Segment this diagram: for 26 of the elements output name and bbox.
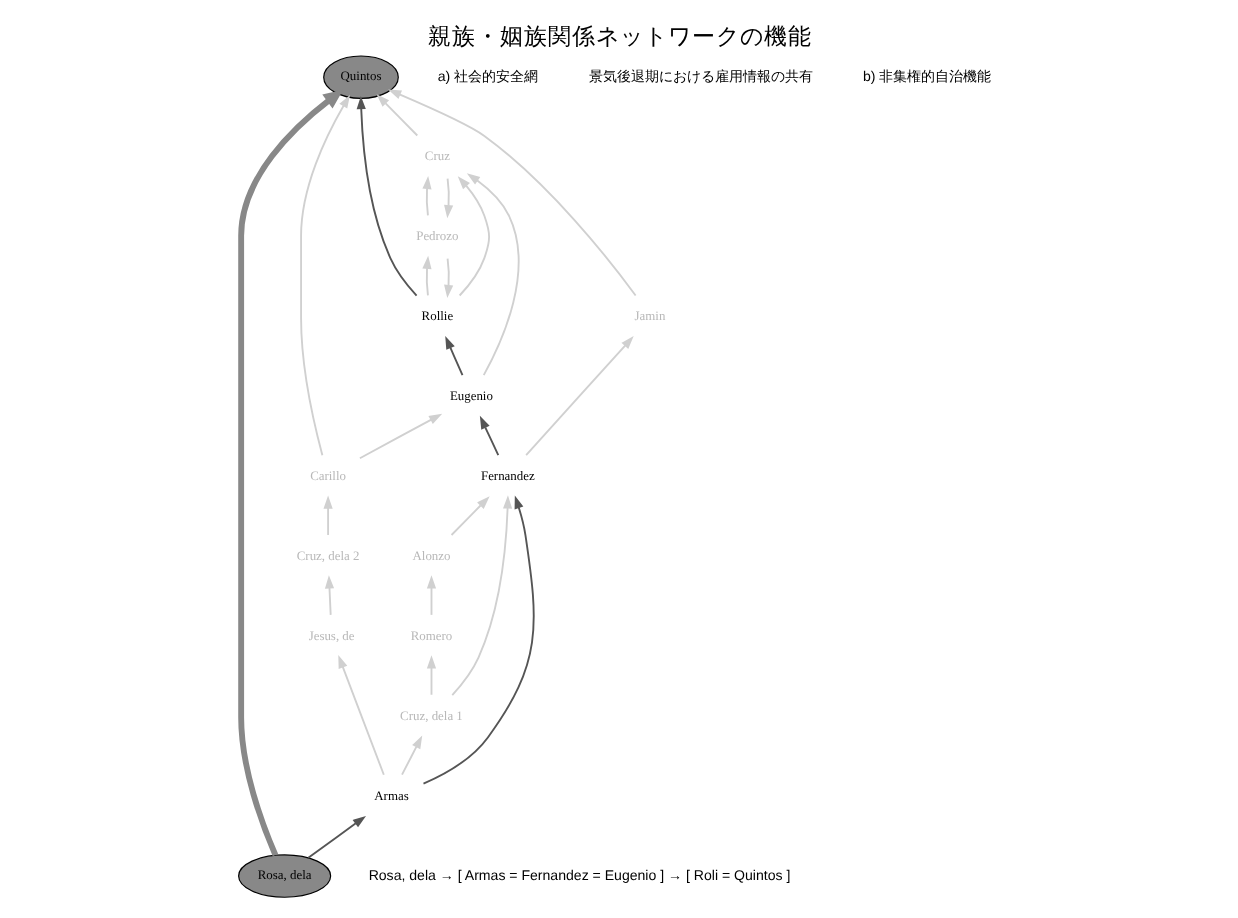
arrow bbox=[306, 815, 365, 859]
arrow bbox=[443, 257, 453, 299]
arrow bbox=[322, 495, 332, 536]
arrow bbox=[450, 495, 512, 696]
arrow bbox=[444, 335, 463, 377]
arrow bbox=[478, 415, 499, 456]
arrow bbox=[421, 175, 431, 217]
arrow bbox=[323, 575, 334, 616]
arrow bbox=[449, 496, 489, 536]
arrow bbox=[299, 94, 350, 457]
diagram-title: 親族・姻族関係ネットワークの機能 bbox=[426, 24, 811, 51]
arrow bbox=[456, 176, 490, 297]
arrow bbox=[237, 89, 343, 857]
arrow bbox=[387, 89, 636, 297]
arrow bbox=[524, 336, 633, 457]
arrow bbox=[425, 575, 436, 616]
arrow bbox=[443, 177, 453, 219]
arrow bbox=[465, 173, 519, 377]
arrow bbox=[337, 655, 384, 776]
arrow bbox=[357, 413, 442, 460]
arrow bbox=[425, 655, 436, 696]
arrow bbox=[400, 735, 422, 776]
arrow bbox=[421, 495, 534, 785]
arrow bbox=[375, 94, 418, 137]
arrow bbox=[355, 95, 417, 297]
arrow bbox=[421, 255, 431, 297]
